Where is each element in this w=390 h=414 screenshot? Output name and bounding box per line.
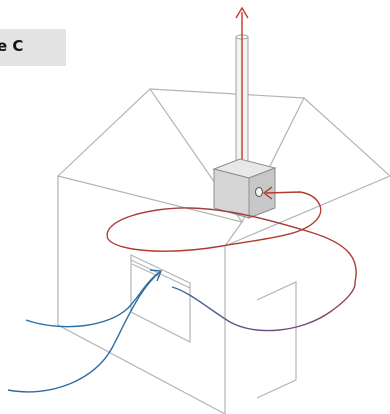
duct-loop-lower	[171, 281, 356, 332]
intake-arrows	[7, 269, 162, 393]
intake-arrowhead	[149, 269, 162, 282]
window-frame	[130, 254, 191, 343]
unit-port	[255, 187, 263, 197]
duct-loop-upper	[106, 207, 357, 283]
intake-arrow-upper	[25, 271, 161, 328]
house-outline	[56, 88, 390, 414]
house-front-corner	[224, 221, 243, 414]
house-left-wall	[57, 176, 226, 414]
diagram-label-box: e C	[0, 29, 66, 66]
house-right-wall	[224, 175, 390, 247]
diagram-label: e C	[0, 37, 24, 55]
exhaust-pipe	[235, 6, 249, 172]
exhaust-arrow	[235, 6, 249, 19]
house-left-roof	[56, 88, 244, 223]
door-frame	[256, 281, 297, 399]
ventilation-unit	[212, 158, 277, 219]
duct-return	[107, 191, 322, 252]
return-arrow	[262, 186, 273, 200]
intake-arrow-lower	[7, 271, 161, 393]
house-roof-top	[149, 88, 390, 177]
